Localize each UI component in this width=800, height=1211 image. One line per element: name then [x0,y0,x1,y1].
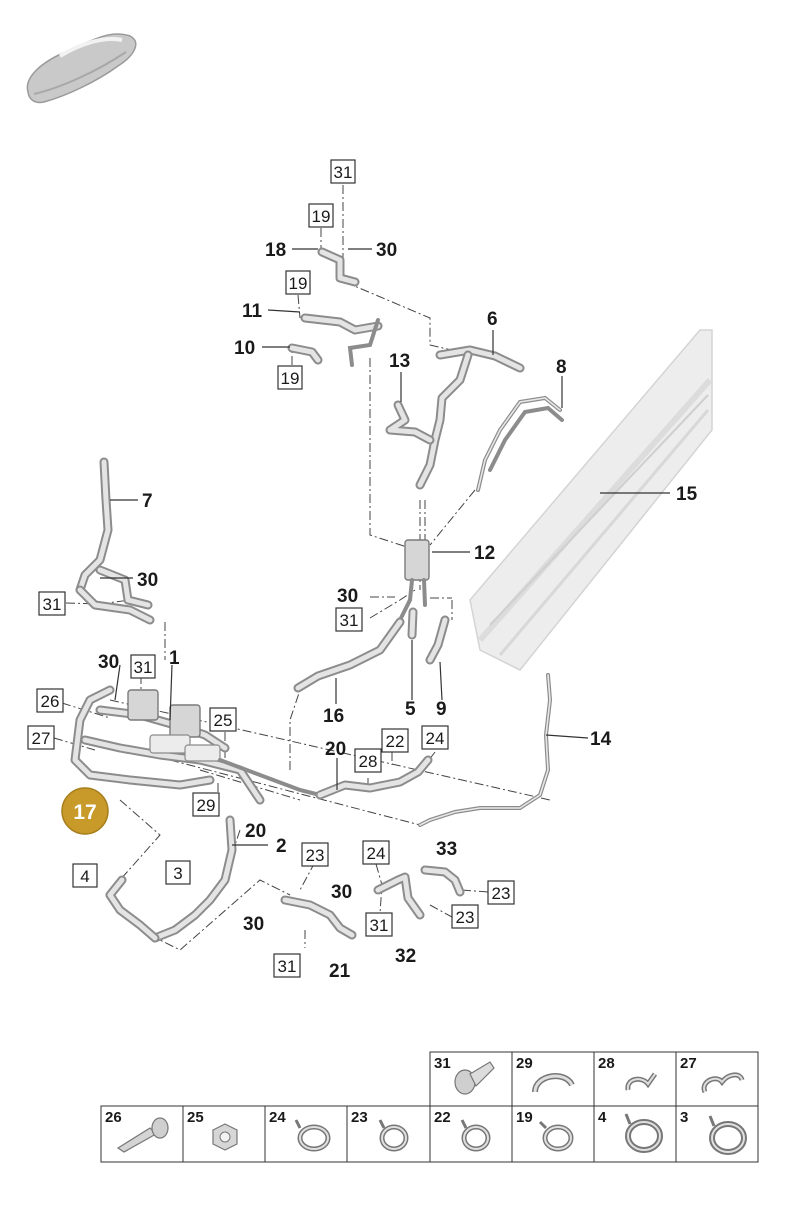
boxed-label-31-top: 31 [334,163,353,182]
label-2: 2 [276,836,287,857]
label-30-lower: 30 [331,882,352,903]
body-sill-part [469,329,713,671]
legend-num-29: 29 [516,1055,533,1072]
label-11: 11 [242,301,263,322]
boxed-label-26: 26 [41,692,60,711]
label-18: 18 [265,240,286,261]
label-30-assembly: 30 [98,652,119,673]
boxed-label-23-a: 23 [306,846,325,865]
label-30-mid: 30 [337,586,358,607]
label-6: 6 [487,309,498,330]
boxed-label-25: 25 [214,711,233,730]
boxed-label-4: 4 [80,867,89,886]
boxed-label-31-bottom: 31 [278,957,297,976]
boxed-label-23-c: 23 [456,908,475,927]
spring-clamp-icon [378,1119,409,1152]
label-30-bottom: 30 [243,914,264,935]
boxed-label-19-c: 19 [281,369,300,388]
boxed-label-24-a: 24 [426,729,445,748]
label-33: 33 [436,839,457,860]
expansion-rivet-icon [116,1117,169,1153]
label-20-right: 20 [325,739,346,760]
boxed-label-19-a: 19 [312,207,331,226]
callout-labels: 18 30 11 6 10 13 8 7 15 12 30 30 30 1 16… [98,240,698,982]
hex-nut-icon [212,1123,238,1151]
boxed-label-31-mid: 31 [340,611,359,630]
label-8: 8 [556,357,567,378]
label-12: 12 [474,543,495,564]
boxed-labels: 31 19 19 19 31 31 31 26 25 27 22 24 28 2… [27,159,515,978]
boxed-label-31-assembly: 31 [134,658,153,677]
label-21: 21 [329,961,351,982]
legend-num-24: 24 [269,1109,286,1126]
badge-number: 17 [73,801,96,824]
legend-num-23: 23 [351,1109,368,1126]
spring-clamp-icon [460,1119,491,1152]
car-thumbnail-icon [26,33,137,104]
label-15: 15 [676,484,698,505]
boxed-label-3: 3 [173,864,182,883]
connection-lines [53,185,551,951]
label-20-bottom: 20 [245,821,266,842]
boxed-label-31-left: 31 [43,595,62,614]
label-9: 9 [436,699,447,720]
legend-num-26: 26 [105,1109,122,1126]
label-14: 14 [590,729,612,750]
label-5: 5 [405,699,416,720]
boxed-label-19-b: 19 [289,274,308,293]
boxed-label-24-b: 24 [367,844,386,863]
parts-legend: 31 29 28 27 26 25 [100,1051,759,1163]
label-32: 32 [395,946,416,967]
label-10: 10 [234,338,255,359]
label-30-left: 30 [137,570,158,591]
assembly-badge: 17 [61,787,109,835]
legend-num-4: 4 [598,1109,607,1126]
legend-num-31: 31 [434,1055,451,1072]
label-30-top: 30 [376,240,397,261]
boxed-label-31-lower: 31 [370,916,389,935]
legend-num-22: 22 [434,1109,451,1126]
boxed-label-27: 27 [32,729,51,748]
label-7: 7 [142,491,153,512]
label-1: 1 [169,648,180,669]
spring-clamp-icon [538,1120,574,1152]
spring-clamp-icon [294,1119,331,1152]
legend-num-27: 27 [680,1055,697,1072]
label-13: 13 [389,351,410,372]
boxed-label-29: 29 [197,796,216,815]
legend-num-19: 19 [516,1109,533,1126]
legend-num-3: 3 [680,1109,688,1126]
boxed-label-23-b: 23 [492,884,511,903]
hose-assembly [70,247,564,943]
spring-clamp-icon [624,1113,663,1153]
boxed-label-28: 28 [359,752,378,771]
legend-num-25: 25 [187,1109,204,1126]
spring-clamp-icon [708,1115,747,1155]
label-16: 16 [323,706,344,727]
double-clip-icon [701,1072,745,1094]
hose-clip-icon [532,1073,575,1093]
legend-num-28: 28 [598,1055,615,1072]
leader-lines [100,248,670,846]
boxed-label-22: 22 [386,732,405,751]
pipe-clip-icon [625,1072,658,1091]
rivet-icon [454,1061,495,1095]
